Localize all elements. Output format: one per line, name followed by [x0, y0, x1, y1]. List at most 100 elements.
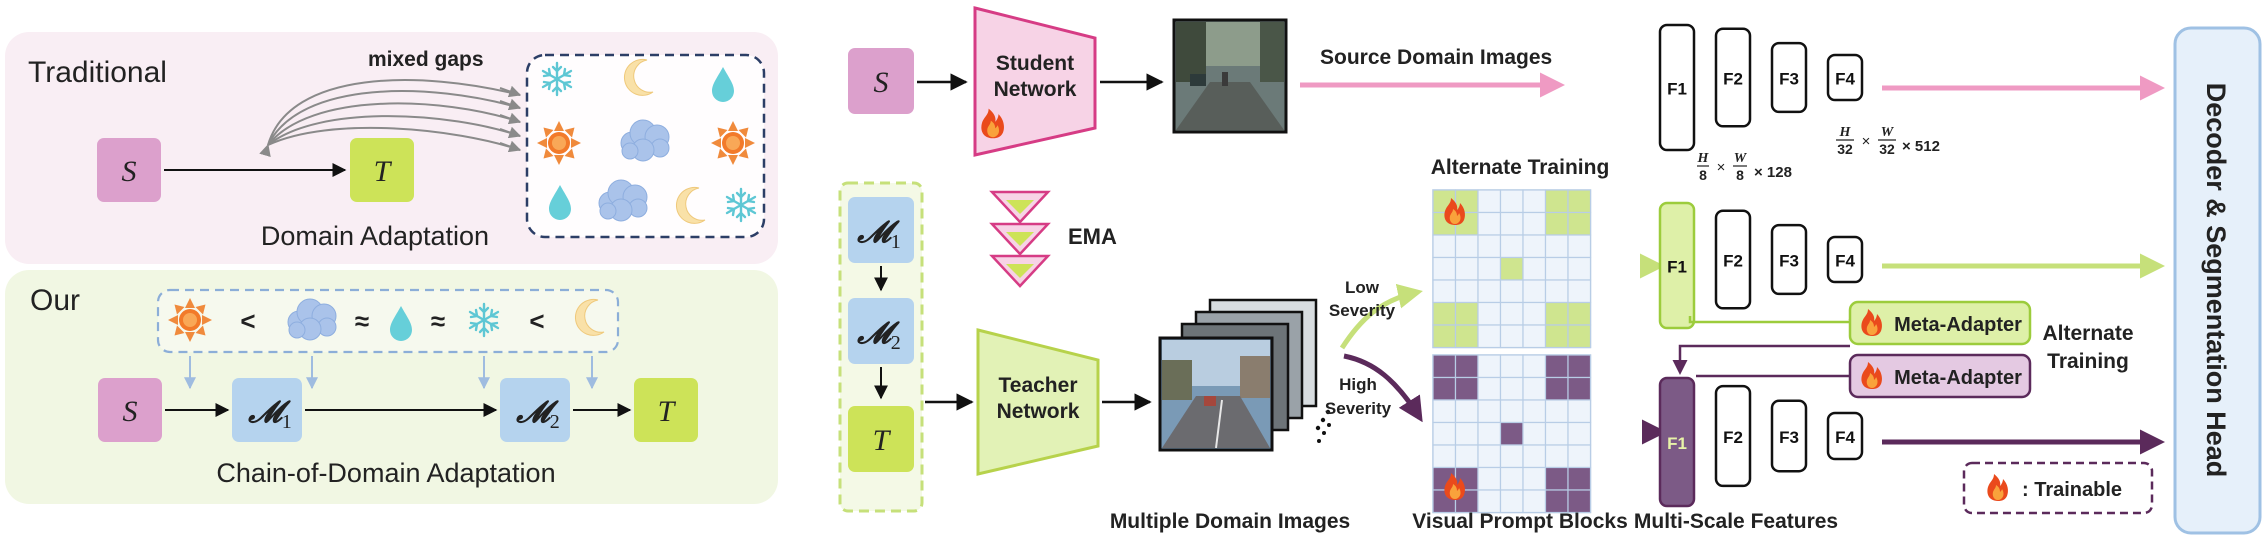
svg-text:H: H: [1697, 151, 1710, 166]
grid-cell: [1454, 399, 1479, 424]
feature-rows: [1640, 75, 2165, 455]
feature-map-low-severity-1: [1658, 201, 1696, 330]
student-input-box: [848, 48, 914, 114]
multiple-domain-images-label: Multiple Domain Images: [1110, 510, 1350, 533]
grid-cell: [1477, 279, 1502, 304]
grid-cell: [1477, 234, 1502, 259]
grid-cell: [1522, 444, 1547, 469]
student-branch: S Student Network Source Domain Images: [848, 6, 1565, 157]
sun-icon: [168, 298, 212, 342]
svg-text:× 512: × 512: [1902, 138, 1940, 155]
svg-text:Meta-Adapter: Meta-Adapter: [1894, 314, 2022, 336]
feature-map-source-3: [1770, 41, 1808, 114]
grid-cell: [1522, 466, 1547, 491]
feature-label: F3: [1779, 70, 1799, 89]
traditional-panel: Traditional mixed gaps S T Domain Adapta…: [5, 32, 778, 264]
source-domain-label: S: [123, 395, 138, 428]
svg-text:8: 8: [1736, 167, 1744, 183]
prompt-cell: [1432, 301, 1457, 326]
student-input-label: S: [874, 66, 889, 99]
high-severity-label-line1: High: [1339, 375, 1377, 394]
grid-cell: [1499, 444, 1524, 469]
prompt-cell: [1567, 466, 1592, 491]
grid-cell: [1567, 399, 1592, 424]
target-domain-label: T: [374, 155, 393, 188]
prompt-cell: [1567, 489, 1592, 514]
grid-cell: [1499, 234, 1524, 259]
grid-cell: [1567, 444, 1592, 469]
grid-cell: [1544, 234, 1569, 259]
source-domain-box: [97, 138, 161, 202]
feature-map-high-severity-2: [1714, 384, 1752, 488]
prompt-cell: [1567, 376, 1592, 401]
feature-label: F2: [1723, 70, 1743, 89]
teacher-branch: 𝓜1 𝓜2 T EMA Teacher Network: [838, 181, 1423, 533]
traditional-heading: Traditional: [28, 56, 167, 89]
prompt-cell: [1567, 324, 1592, 349]
visual-prompt-blocks-label: Visual Prompt Blocks: [1412, 510, 1628, 533]
grid-cell: [1477, 301, 1502, 326]
intermediate-domain-2-box: [500, 378, 570, 442]
multi-scale-features-label: Multi-Scale Features: [1634, 510, 1838, 533]
order-less-than: <: [529, 306, 544, 336]
target-domain-box: [350, 138, 414, 202]
grid-cell: [1454, 444, 1479, 469]
grid-cell: [1544, 279, 1569, 304]
intermediate-domain-1-box: [232, 378, 302, 442]
prompt-cell: [1499, 421, 1524, 446]
chain-target-box: [848, 406, 914, 472]
grid-cell: [1522, 324, 1547, 349]
source-domain-box: [98, 378, 162, 442]
chain-of-domain-caption: Chain-of-Domain Adaptation: [216, 458, 555, 488]
feature-map-high-severity-1: [1658, 376, 1696, 508]
prompt-cell: [1499, 256, 1524, 281]
prompt-cell: [1567, 301, 1592, 326]
grid-cell: [1477, 421, 1502, 446]
grid-cell: [1499, 324, 1524, 349]
order-approx: ≈: [355, 306, 369, 336]
grid-cell: [1477, 466, 1502, 491]
svg-text:×: ×: [1862, 133, 1871, 150]
student-network-block: [973, 6, 1097, 157]
sun-icon: [537, 121, 581, 165]
prompt-cell: [1567, 211, 1592, 236]
feature-label: F1: [1667, 258, 1687, 277]
target-domain-label: T: [658, 395, 677, 428]
feature-map-low-severity-4: [1826, 235, 1864, 284]
grid-cell: [1567, 279, 1592, 304]
feature-label: F3: [1779, 428, 1799, 447]
chain-intermediate-2-box: [848, 298, 914, 364]
grid-cell: [1432, 234, 1457, 259]
svg-text:× 128: × 128: [1754, 164, 1792, 181]
feature-map-source-1: [1658, 23, 1696, 152]
grid-cell: [1567, 234, 1592, 259]
prompt-cell: [1432, 324, 1457, 349]
grid-cell: [1499, 189, 1524, 214]
sun-icon: [711, 121, 755, 165]
meta-adapters: Meta-Adapter Meta-Adapter Alternate Trai…: [1672, 300, 2134, 399]
grid-cell: [1522, 301, 1547, 326]
low-severity-label-line1: Low: [1345, 278, 1380, 297]
teacher-network-label-line2: Network: [997, 400, 1080, 423]
domain-order-box: [156, 288, 620, 354]
grid-cell: [1432, 399, 1457, 424]
alternate-training-label: Alternate Training: [1431, 156, 1610, 179]
grid-cell: [1432, 256, 1457, 281]
prompt-cell: [1544, 301, 1569, 326]
grid-cell: [1567, 256, 1592, 281]
grid-cell: [1477, 211, 1502, 236]
svg-text:32: 32: [1879, 141, 1895, 157]
more-images-dots: [1315, 409, 1331, 431]
prompt-cell: [1544, 211, 1569, 236]
alternate-training-right-line2: Training: [2047, 350, 2129, 373]
multiple-domain-images: [1158, 298, 1318, 452]
svg-text:8: 8: [1699, 167, 1707, 183]
prompt-cell: [1544, 354, 1569, 379]
decoder-segmentation-head: Decoder & Segmentation Head: [2173, 26, 2262, 535]
our-heading: Our: [30, 284, 80, 317]
grid-cell: [1499, 466, 1524, 491]
low-severity-label-line2: Severity: [1329, 301, 1396, 320]
source-domain-images-label: Source Domain Images: [1320, 46, 1552, 69]
prompt-cell: [1454, 324, 1479, 349]
